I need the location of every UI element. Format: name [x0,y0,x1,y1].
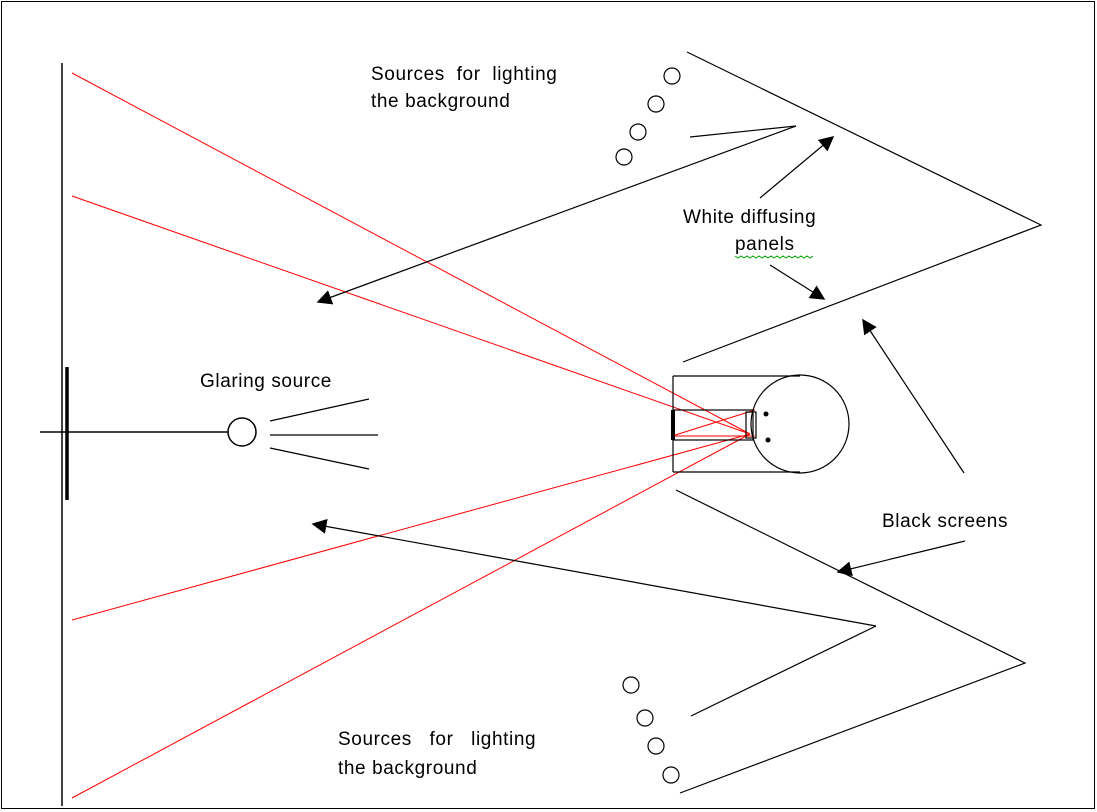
red-ray-2 [71,195,751,435]
glaring-source-lamp-icon [227,417,257,447]
glare-emission-ray-upper [269,398,370,422]
black-screens-pointer-arrow-upper [862,318,965,474]
white-panels-pointer-arrow-upper [759,136,835,199]
bottom-source-pointer-line [690,625,877,717]
black-screen-panel-bottom [675,489,1027,794]
label-sources-top-line1: Sources for lighting [371,64,557,85]
observer-head [750,374,850,474]
top-light-source-icon-3 [629,123,647,141]
label-glaring-source: Glaring source [200,371,332,392]
top-reflection-arrow [316,125,797,305]
glare-emission-ray-lower [269,447,370,470]
observer-eye-lower [765,437,771,443]
top-light-source-icon-2 [647,95,665,113]
label-white-panels-line1: White diffusing [683,207,816,228]
spellcheck-underline [734,255,814,259]
bottom-light-source-icon-3 [647,737,665,755]
white-panels-pointer-arrow-lower [769,264,826,300]
bottom-reflection-arrow [311,519,877,627]
red-ray-5 [671,409,756,437]
red-ray-1 [71,72,751,435]
red-ray-3 [71,433,751,621]
label-black-screens: Black screens [882,511,1008,532]
red-ray-4 [71,433,751,799]
white-diffusing-panel-top [682,51,1043,363]
bottom-light-source-icon-4 [662,766,680,784]
label-sources-top-line2: the background [371,91,510,112]
top-source-pointer-line [689,125,797,138]
bottom-light-source-icon-2 [636,709,654,727]
black-screens-pointer-arrow-lower [836,540,966,577]
top-light-source-icon-1 [663,67,681,85]
eye-frame [745,411,757,439]
label-white-panels-line2: panels [735,234,795,255]
viewing-aperture [672,409,754,441]
observer-eye-upper [763,411,769,417]
bottom-light-source-icon-1 [622,676,640,694]
label-sources-bottom-line2: the background [338,758,477,779]
top-light-source-icon-4 [615,148,633,166]
label-sources-bottom-line1: Sources for lighting [338,729,536,750]
